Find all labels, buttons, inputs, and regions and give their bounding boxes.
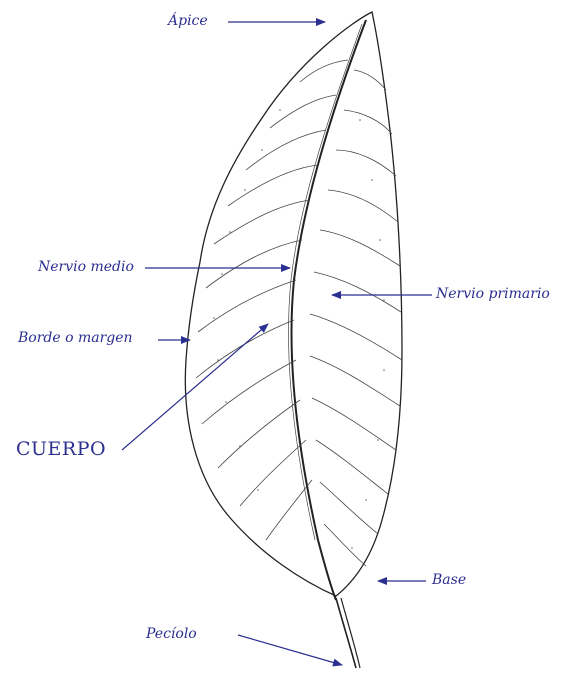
label-borde-margen: Borde o margen [18,331,133,345]
label-cuerpo: CUERPO [16,440,106,459]
peciolo-arrow [238,635,342,665]
label-apice: Ápice [168,14,208,28]
label-base: Base [432,573,466,587]
label-nervio-primario: Nervio primario [436,287,550,301]
petiole-line [336,598,356,668]
label-nervio-medio: Nervio medio [38,260,134,274]
leaf-outline [185,12,402,596]
petiole-line-inner [341,598,360,668]
label-peciolo: Pecíolo [146,627,197,641]
